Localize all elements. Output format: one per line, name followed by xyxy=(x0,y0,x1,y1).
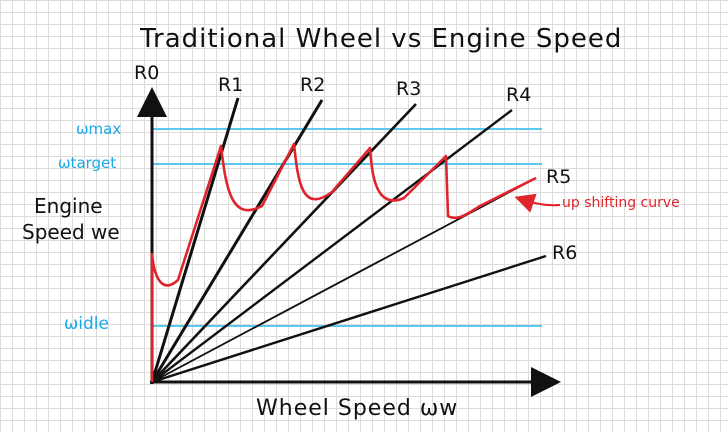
wmax-label: ωmax xyxy=(76,120,122,138)
ratio-label-r2: R2 xyxy=(300,74,326,96)
ratio-label-r0: R0 xyxy=(134,62,160,84)
y-axis-label-line2: Speed we xyxy=(22,220,120,244)
x-axis-label: Wheel Speed ωw xyxy=(256,396,459,421)
ratio-label-r5: R5 xyxy=(546,166,572,188)
ratio-line-r4 xyxy=(151,109,513,383)
annotation-arrow xyxy=(514,193,561,213)
ratio-label-r4: R4 xyxy=(506,84,532,106)
diagram-title: Traditional Wheel vs Engine Speed xyxy=(140,24,623,54)
ratio-label-r3: R3 xyxy=(396,78,422,100)
ratio-line-r2 xyxy=(150,99,324,383)
upshifting-curve xyxy=(150,142,537,382)
ratio-label-r6: R6 xyxy=(552,242,578,264)
ratio-line-r5 xyxy=(151,177,537,383)
upshifting-curve-label: up shifting curve xyxy=(562,195,680,211)
y-axis-label-line1: Engine xyxy=(34,194,103,218)
ratio-line-r6 xyxy=(151,254,547,384)
widle-label: ωidle xyxy=(64,314,109,334)
ratio-line-r1 xyxy=(150,97,240,383)
ratio-label-r1: R1 xyxy=(218,74,244,96)
ratio-line-r3 xyxy=(151,103,417,383)
wtarget-label: ωtarget xyxy=(58,154,117,172)
